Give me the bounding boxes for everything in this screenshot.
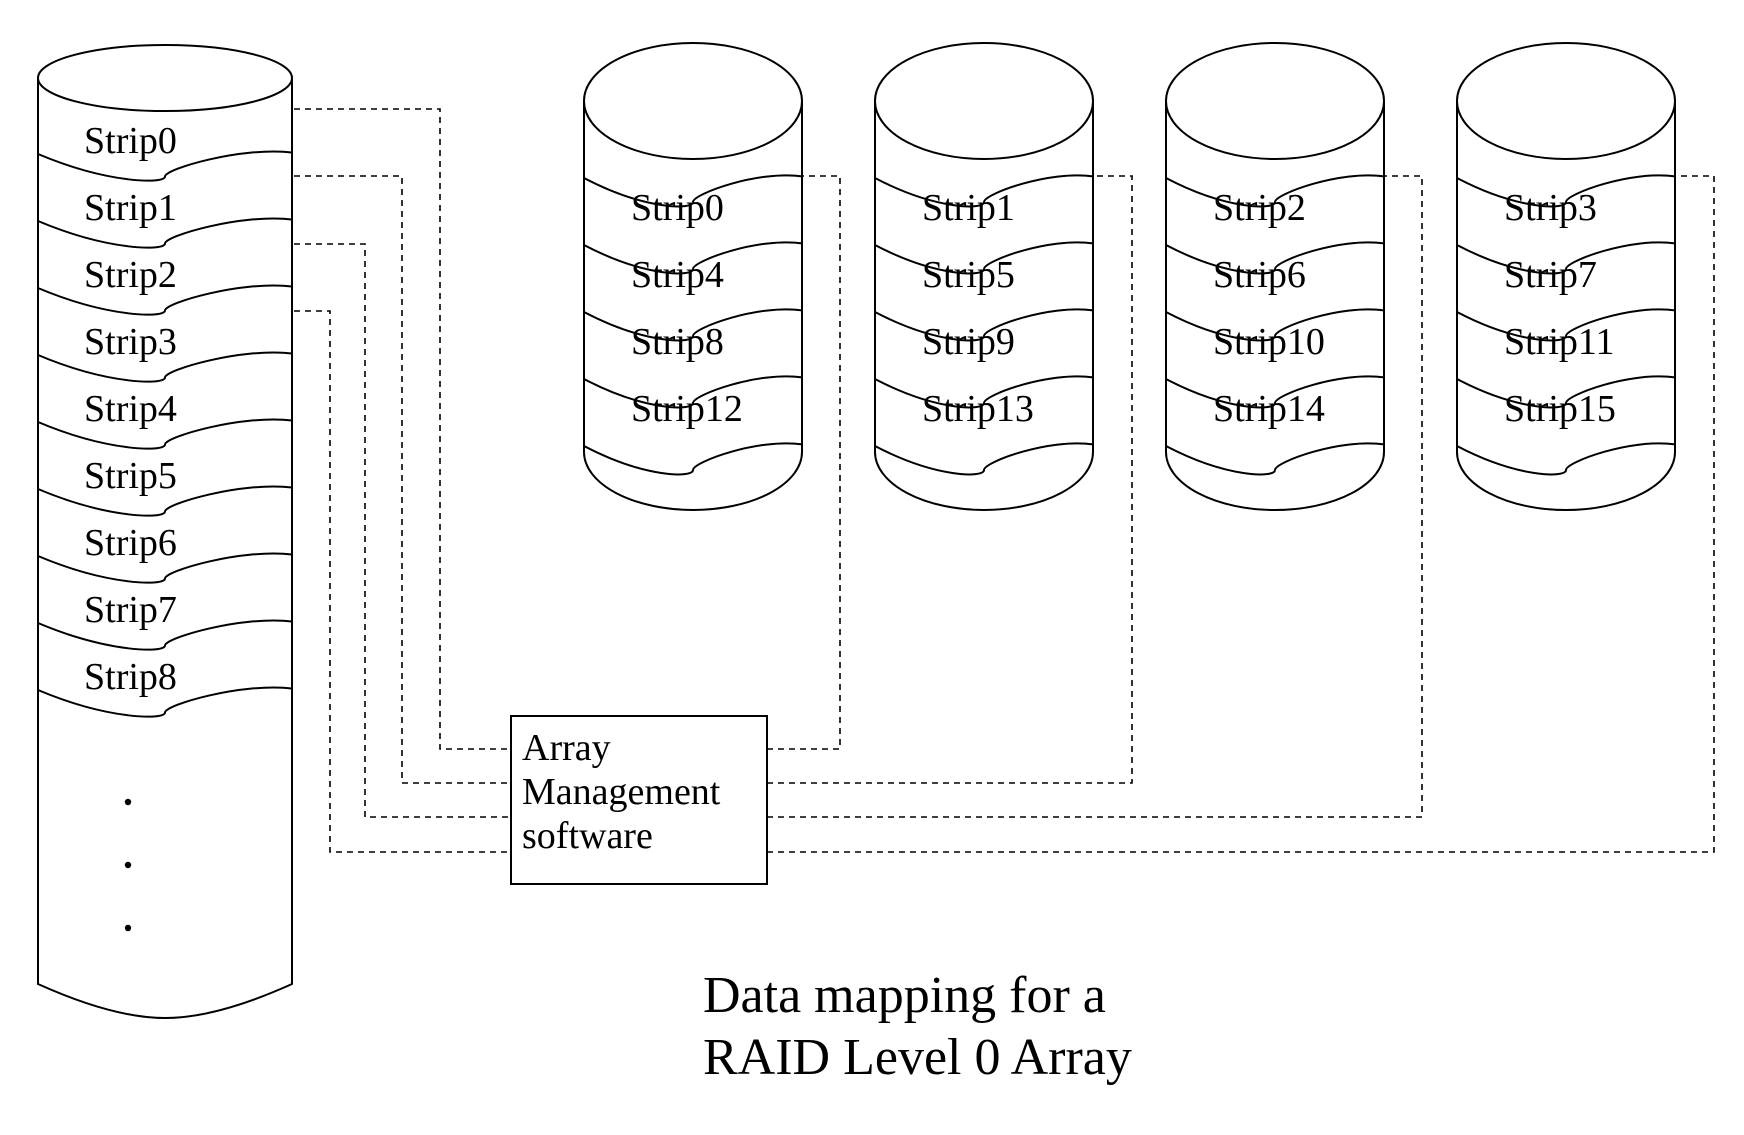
logical-strip-divider (37, 686, 293, 718)
disk-body (1456, 101, 1676, 511)
dashed-connector (767, 175, 1133, 784)
logical-strip-label: Strip3 (84, 321, 177, 363)
disk-strip-divider (583, 442, 803, 476)
disk-strip-label: Strip13 (922, 388, 1034, 430)
disk-strip-label: Strip2 (1213, 187, 1306, 229)
disk-strip-label: Strip11 (1504, 321, 1615, 363)
caption-line-2: RAID Level 0 Array (703, 1029, 1132, 1086)
disk-strip-divider (1165, 241, 1385, 275)
disk-strip-label: Strip0 (631, 187, 724, 229)
disk-strip-divider (1456, 442, 1676, 476)
disk-strip-divider (874, 241, 1094, 275)
disk-top (1456, 42, 1676, 160)
disk-body (1165, 101, 1385, 511)
disk-strip-divider (874, 174, 1094, 208)
disk-strip-label: Strip8 (631, 321, 724, 363)
disk-strip-label: Strip1 (922, 187, 1015, 229)
logical-strip-divider (37, 485, 293, 517)
logical-strip-label: Strip7 (84, 589, 177, 631)
array-management-rect (510, 715, 768, 885)
logical-strip-label: Strip0 (84, 120, 177, 162)
disk-strip-label: Strip3 (1504, 187, 1597, 229)
logical-strip-label: Strip1 (84, 187, 177, 229)
disk-top (874, 42, 1094, 160)
logical-strip-label: Strip4 (84, 388, 177, 430)
caption: Data mapping for a RAID Level 0 Array (703, 967, 1132, 1086)
dashed-connector (294, 243, 511, 818)
disk-strip-divider (1165, 174, 1385, 208)
disk-top (583, 42, 803, 160)
disk-strip-divider (583, 375, 803, 409)
disk-strip-divider (874, 308, 1094, 342)
dashed-connectors (294, 108, 1715, 853)
disk-strip-label: Strip9 (922, 321, 1015, 363)
logical-disk-body (37, 78, 293, 1020)
physical-disk-array: Strip0Strip4Strip8Strip12Strip1Strip5Str… (583, 42, 1676, 511)
array-management-text: Array (522, 727, 611, 769)
disk-strip-label: Strip14 (1213, 388, 1325, 430)
array-management-text: Management (522, 771, 721, 813)
logical-strip-divider (37, 418, 293, 450)
ellipsis-dot (124, 924, 132, 932)
disk-strip-divider (874, 375, 1094, 409)
logical-strip-divider (37, 150, 293, 182)
disk-strip-label: Strip6 (1213, 254, 1306, 296)
logical-strip-label: Strip8 (84, 656, 177, 698)
disk-strip-divider (583, 174, 803, 208)
ellipsis-dot (124, 861, 132, 869)
logical-strip-divider (37, 552, 293, 584)
disk-strip-label: Strip15 (1504, 388, 1616, 430)
disk-strip-divider (1456, 308, 1676, 342)
disk-strip-divider (1165, 375, 1385, 409)
disk-strip-label: Strip7 (1504, 254, 1597, 296)
disk-strip-divider (1456, 174, 1676, 208)
logical-strip-label: Strip2 (84, 254, 177, 296)
dashed-connector (767, 175, 841, 750)
array-management-text: software (522, 815, 653, 857)
dashed-connector (767, 175, 1423, 818)
logical-strip-divider (37, 217, 293, 249)
disk-strip-divider (1165, 308, 1385, 342)
caption-line-1: Data mapping for a (703, 967, 1106, 1024)
logical-strip-divider (37, 619, 293, 651)
logical-strip-label: Strip5 (84, 455, 177, 497)
disk-strip-divider (1456, 375, 1676, 409)
dashed-connector (767, 175, 1715, 853)
disk-body (874, 101, 1094, 511)
logical-strip-divider (37, 351, 293, 383)
dashed-connector (294, 175, 511, 784)
disk-top (1165, 42, 1385, 160)
disk-strip-divider (874, 442, 1094, 476)
logical-disk-top (37, 44, 293, 112)
disk-strip-label: Strip5 (922, 254, 1015, 296)
disk-strip-label: Strip12 (631, 388, 743, 430)
logical-strip-label: Strip6 (84, 522, 177, 564)
logical-strip-divider (37, 284, 293, 316)
disk-body (583, 101, 803, 511)
disk-strip-divider (583, 241, 803, 275)
disk-strip-divider (583, 308, 803, 342)
dashed-connector (294, 108, 511, 750)
logical-disk: Strip0Strip1Strip2Strip3Strip4Strip5Stri… (37, 44, 293, 1020)
disk-strip-divider (1456, 241, 1676, 275)
disk-strip-divider (1165, 442, 1385, 476)
disk-strip-label: Strip10 (1213, 321, 1325, 363)
ellipsis-dot (124, 798, 132, 806)
disk-strip-label: Strip4 (631, 254, 724, 296)
